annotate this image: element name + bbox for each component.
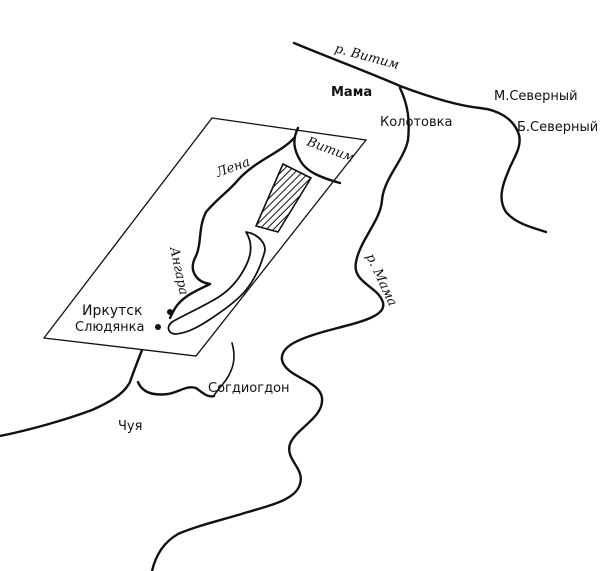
kolotovka-label: Колотовка <box>380 115 452 130</box>
chuya-river <box>0 338 148 438</box>
vitim-river-label: р. Витим <box>333 41 401 73</box>
sogdiogdon-label: Согдиогдон <box>208 381 290 396</box>
sogdiogdon-river <box>136 380 216 398</box>
slyudyanka-label: Слюдянка <box>75 320 144 335</box>
mama-town-label: Мама <box>331 85 372 100</box>
irkutsk-label: Иркутск <box>82 303 142 319</box>
inset-lena-river <box>191 136 296 286</box>
vitim-river <box>292 41 548 234</box>
inset-lake-baikal <box>167 231 266 335</box>
sogdiogdon-branch <box>213 342 235 397</box>
slyudyanka-dot <box>155 324 161 330</box>
b-severny-label: Б.Северный <box>517 120 598 135</box>
inset-hatched-area <box>254 162 313 233</box>
chuya-label: Чуя <box>118 419 142 434</box>
irkutsk-dot <box>167 309 173 315</box>
m-severny-label: М.Северный <box>494 89 578 104</box>
mama-river <box>150 86 410 571</box>
